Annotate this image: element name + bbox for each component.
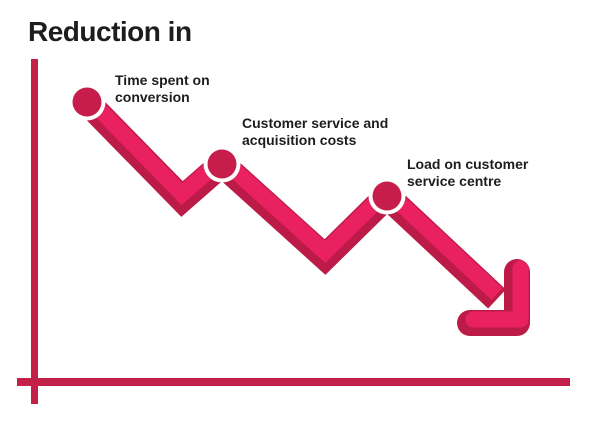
trend-line-highlight — [81, 91, 503, 300]
label-customer-service-acquisition-costs: Customer service and acquisition costs — [242, 115, 389, 148]
marker-point-3 — [372, 181, 402, 211]
marker-point-1 — [72, 87, 102, 117]
marker-point-2 — [207, 149, 237, 179]
x-axis — [17, 378, 570, 386]
page-title: Reduction in — [28, 16, 192, 47]
label-load-on-customer-service-centre: Load on customer service centre — [407, 156, 529, 189]
arrowhead-highlight — [465, 260, 529, 328]
y-axis — [31, 59, 38, 404]
label-time-spent-on-conversion: Time spent on conversion — [115, 72, 210, 105]
